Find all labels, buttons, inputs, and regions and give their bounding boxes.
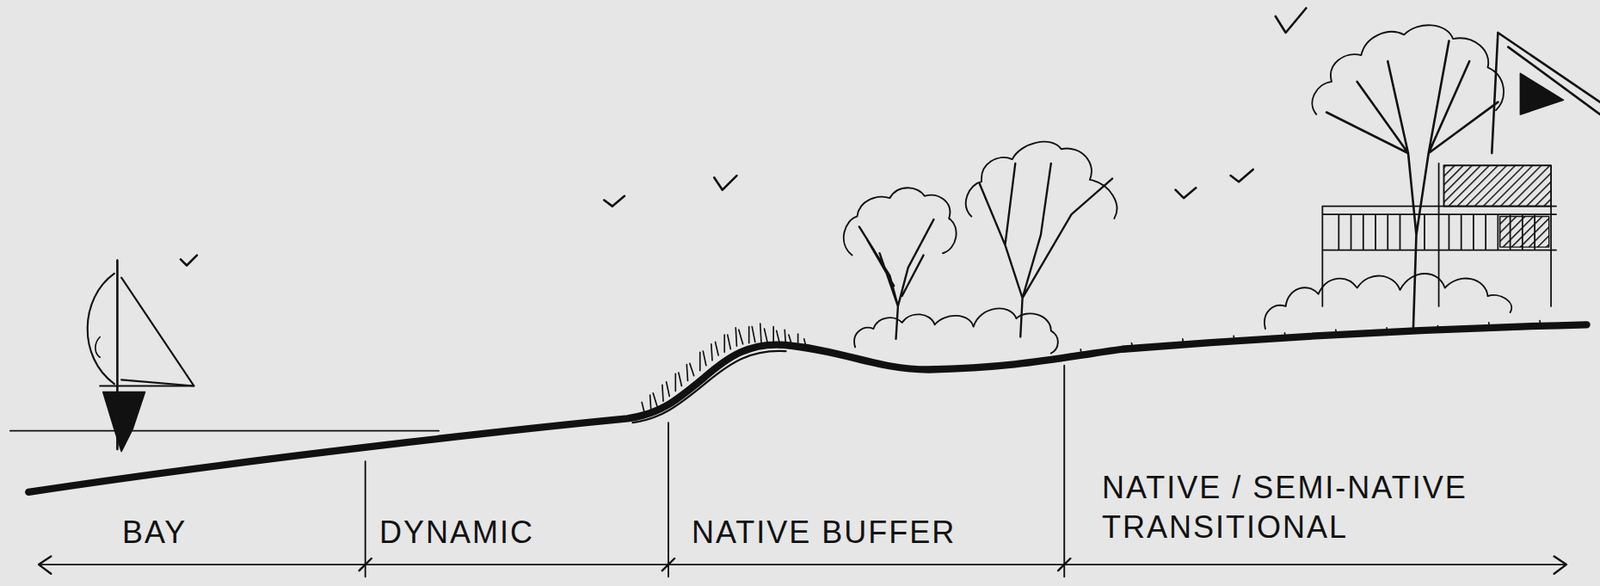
house-window <box>1444 165 1552 206</box>
ground-line <box>28 324 1587 493</box>
boat-hull <box>103 392 146 452</box>
zone-label-box: BAY <box>122 512 277 553</box>
tree-crown <box>1311 24 1504 115</box>
zone-divider <box>365 365 1065 578</box>
dimension-line <box>38 563 1567 566</box>
house-deck <box>1322 163 1557 307</box>
zone-label-box: NATIVE BUFFER <box>691 512 1053 553</box>
boat-boom <box>99 384 194 387</box>
boat-jib <box>121 277 194 387</box>
zone-label: BAY <box>122 512 277 553</box>
water-line <box>10 430 439 432</box>
grass-tufts <box>641 320 1541 415</box>
zone-label-box: DYNAMIC <box>379 512 655 553</box>
shrub <box>854 307 1059 353</box>
house-roof <box>1491 32 1600 154</box>
dimension-tick <box>359 558 1071 571</box>
tree-trunk <box>979 163 1113 338</box>
boat-mainsail <box>87 273 115 384</box>
house-window <box>1500 216 1550 248</box>
dimension-arrowhead <box>38 556 1567 574</box>
bird <box>180 7 1306 265</box>
tree-crown <box>966 141 1117 219</box>
ground-edge <box>632 350 786 423</box>
zone-label-box: NATIVE / SEMI-NATIVE TRANSITIONAL <box>1101 467 1567 548</box>
boat-sail-mark <box>95 337 100 358</box>
tree-trunk <box>859 219 935 339</box>
zone-label: DYNAMIC <box>379 512 655 553</box>
zone-label: NATIVE / SEMI-NATIVE TRANSITIONAL <box>1101 467 1567 548</box>
zone-label: NATIVE BUFFER <box>691 512 1053 553</box>
tree-crown <box>843 187 957 255</box>
shrub <box>1264 273 1512 329</box>
house-gable <box>1520 73 1564 114</box>
